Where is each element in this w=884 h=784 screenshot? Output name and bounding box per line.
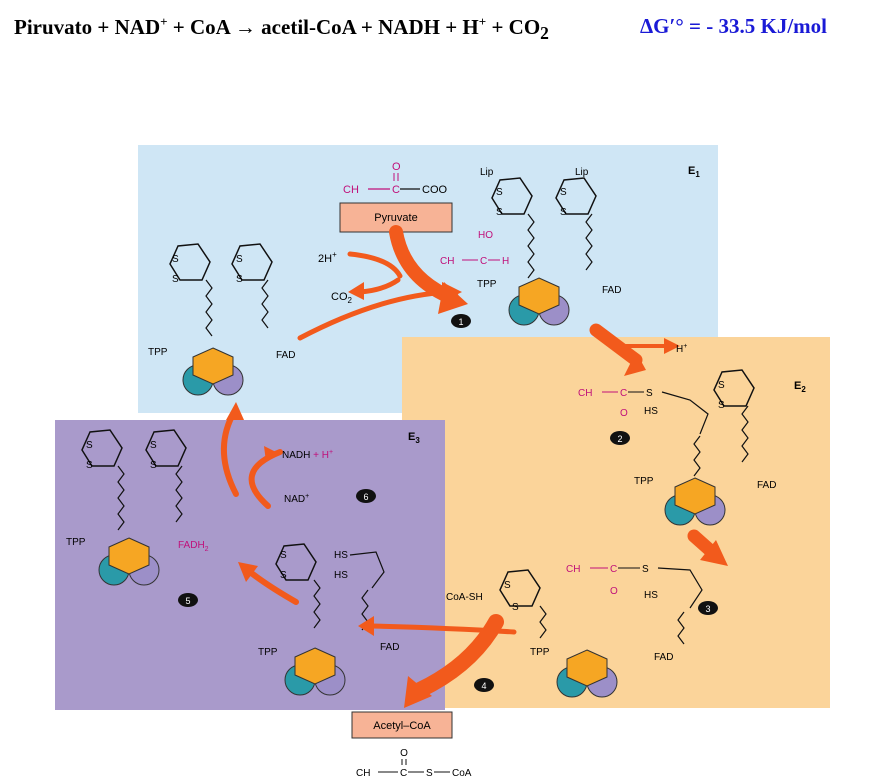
- svg-text:5: 5: [185, 596, 190, 606]
- svg-text:C: C: [480, 256, 487, 267]
- svg-text:4: 4: [481, 681, 486, 691]
- svg-text:H: H: [502, 256, 509, 267]
- e3-label: E3: [408, 431, 420, 445]
- svg-text:S: S: [560, 187, 567, 198]
- svg-text:CH: CH: [440, 256, 454, 267]
- svg-text:CH: CH: [578, 388, 592, 399]
- fad-label-e2b: FAD: [654, 652, 673, 663]
- hydroxyethyl-tpp: HO CH C H TPP: [440, 230, 509, 290]
- svg-text:6: 6: [363, 492, 368, 502]
- svg-text:CH: CH: [356, 768, 370, 779]
- svg-text:S: S: [86, 440, 93, 451]
- lipoyl-e3-left: S S S S: [81, 429, 187, 531]
- svg-text:S: S: [280, 570, 287, 581]
- svg-text:S: S: [86, 460, 93, 471]
- svg-text:HO: HO: [478, 230, 493, 241]
- fad-label-top-left: FAD: [276, 350, 295, 361]
- co2-label: CO2: [331, 291, 353, 305]
- e2-region: [402, 337, 830, 708]
- svg-text:S: S: [496, 187, 503, 198]
- h-plus-label: H+: [676, 343, 687, 355]
- svg-text:HS: HS: [644, 590, 658, 601]
- acetyl-coa-box: [351, 711, 453, 739]
- svg-text:S: S: [280, 550, 287, 561]
- svg-text:S: S: [560, 207, 567, 218]
- svg-text:C: C: [400, 768, 407, 779]
- svg-text:HS: HS: [644, 406, 658, 417]
- pyruvate-label: Pyruvate: [374, 212, 417, 224]
- step-badges: 1 2 3 4 5 6: [178, 314, 718, 692]
- lipoyl-top-left: S S S S: [169, 243, 273, 337]
- arrow-heads: [226, 282, 728, 708]
- svg-text:S: S: [718, 380, 725, 391]
- svg-text:S: S: [718, 400, 725, 411]
- reaction-equation: Piruvato + NAD+ + CoA → acetil-CoA + NAD…: [14, 14, 549, 44]
- svg-text:O: O: [620, 408, 628, 419]
- svg-text:O: O: [400, 748, 408, 759]
- svg-text:CH: CH: [566, 564, 580, 575]
- delta-g-value: ΔG′° = - 33.5 KJ/mol: [640, 14, 828, 38]
- svg-text:CH: CH: [343, 184, 359, 196]
- svg-text:TPP: TPP: [477, 279, 497, 290]
- fad-label-e2: FAD: [757, 480, 776, 491]
- svg-text:S: S: [496, 207, 503, 218]
- coash-label: CoA-SH: [446, 592, 483, 603]
- nad-label: NAD+: [284, 493, 309, 505]
- svg-text:O: O: [610, 586, 618, 597]
- svg-text:C: C: [620, 388, 627, 399]
- nadh-label: NADH + H+: [282, 449, 333, 461]
- svg-text:C: C: [392, 184, 400, 196]
- pyruvate-structure: CH C COO O: [343, 161, 448, 196]
- svg-text:S: S: [172, 274, 179, 285]
- lipoyl-top-right: S S S S Lip Lip: [480, 167, 597, 279]
- svg-text:Lip: Lip: [575, 167, 589, 178]
- e2-label: E2: [794, 380, 806, 394]
- two-h-label: 2H+: [318, 250, 337, 265]
- svg-text:HS: HS: [334, 570, 348, 581]
- tpp-label-e3: TPP: [66, 537, 86, 548]
- tpp-label-e2: TPP: [634, 476, 654, 487]
- acetyl-lipoyl-step2: CH C S O HS S S: [578, 369, 755, 477]
- svg-text:3: 3: [705, 604, 710, 614]
- svg-text:S: S: [236, 274, 243, 285]
- svg-text:HS: HS: [334, 550, 348, 561]
- tpp-label-e3b: TPP: [258, 647, 278, 658]
- svg-text:S: S: [504, 580, 511, 591]
- tpp-label-e2b: TPP: [530, 647, 550, 658]
- svg-text:S: S: [646, 388, 653, 399]
- svg-text:S: S: [236, 254, 243, 265]
- svg-text:S: S: [512, 602, 519, 613]
- svg-text:CoA: CoA: [452, 768, 472, 779]
- svg-text:2: 2: [617, 434, 622, 444]
- svg-text:1: 1: [458, 317, 463, 327]
- fad-label-e3b: FAD: [380, 642, 399, 653]
- acetyl-coa-label: Acetyl–CoA: [373, 720, 431, 732]
- svg-text:S: S: [150, 440, 157, 451]
- acetyl-lipoyl-step3: CH C S O HS S S: [499, 564, 703, 645]
- svg-text:S: S: [642, 564, 649, 575]
- svg-text:C: C: [610, 564, 617, 575]
- svg-text:S: S: [426, 768, 433, 779]
- svg-text:O: O: [392, 161, 401, 173]
- svg-text:COO: COO: [422, 184, 448, 196]
- svg-text:S: S: [150, 460, 157, 471]
- svg-text:Lip: Lip: [480, 167, 494, 178]
- acetyl-coa-structure: O CH C S CoA: [356, 748, 472, 779]
- e1-label: E1: [688, 165, 700, 179]
- fadh2-label: FADH2: [178, 540, 209, 553]
- svg-text:S: S: [172, 254, 179, 265]
- fad-label-1: FAD: [602, 285, 621, 296]
- tpp-label-top-left: TPP: [148, 347, 168, 358]
